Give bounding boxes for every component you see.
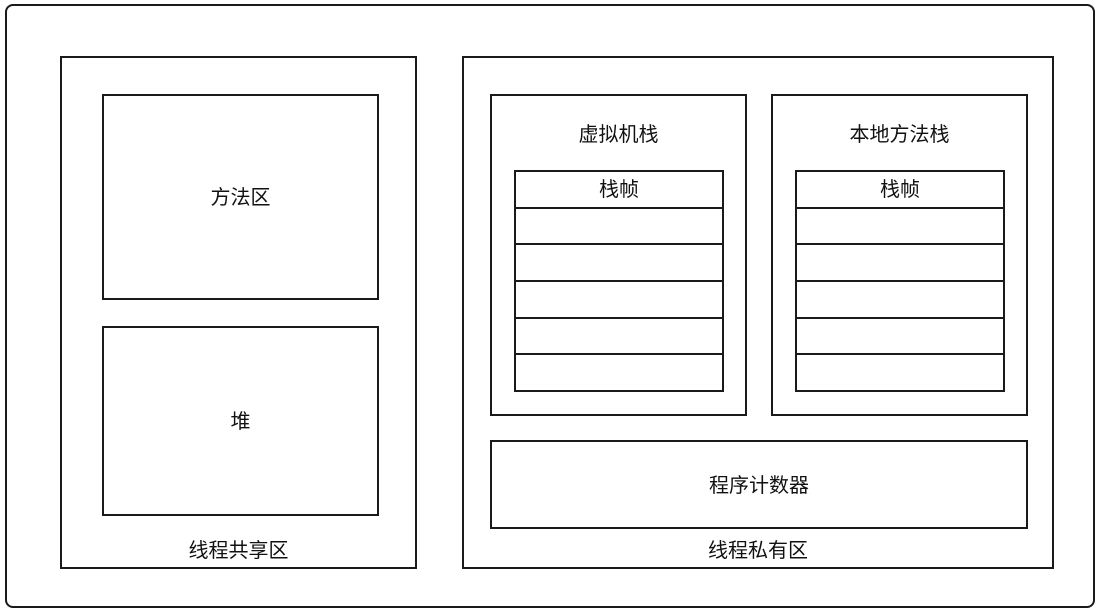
thread-private-area: 虚拟机栈 栈帧 本地方法栈 栈帧 程序计数器 [462,56,1054,569]
native-stack-frame-row [797,282,1003,319]
vm-stack-frame-row [516,209,722,246]
program-counter-label: 程序计数器 [709,472,809,497]
vm-stack-frame-row [516,319,722,356]
vm-stack-frames: 栈帧 [514,170,724,392]
vm-stack-frame-row [516,355,722,390]
native-stack-frame-row [797,245,1003,283]
thread-shared-area: 方法区 堆 线程共享区 [60,56,417,569]
method-area-box: 方法区 [102,94,379,300]
vm-stack-box: 虚拟机栈 栈帧 [490,94,747,416]
method-area-label: 方法区 [210,185,271,209]
vm-stack-frame-header: 栈帧 [516,172,722,209]
native-stack-frame-row [797,319,1003,356]
vm-stack-frame-row [516,245,722,283]
native-method-stack-title: 本地方法栈 [849,122,950,146]
heap-label: 堆 [230,409,251,433]
native-method-stack-frames: 栈帧 [795,170,1005,392]
program-counter-box: 程序计数器 [490,440,1028,529]
heap-box: 堆 [102,326,379,516]
native-stack-frame-row [797,209,1003,246]
thread-shared-area-label: 线程共享区 [188,538,289,562]
jvm-memory-diagram: 方法区 堆 线程共享区 虚拟机栈 栈帧 本地方法栈 栈帧 [5,4,1095,608]
thread-private-area-label: 线程私有区 [708,538,808,562]
native-stack-frame-header: 栈帧 [797,172,1003,209]
vm-stack-frame-row [516,282,722,319]
vm-stack-title: 虚拟机栈 [578,122,659,146]
native-method-stack-box: 本地方法栈 栈帧 [771,94,1028,416]
native-stack-frame-row [797,355,1003,390]
